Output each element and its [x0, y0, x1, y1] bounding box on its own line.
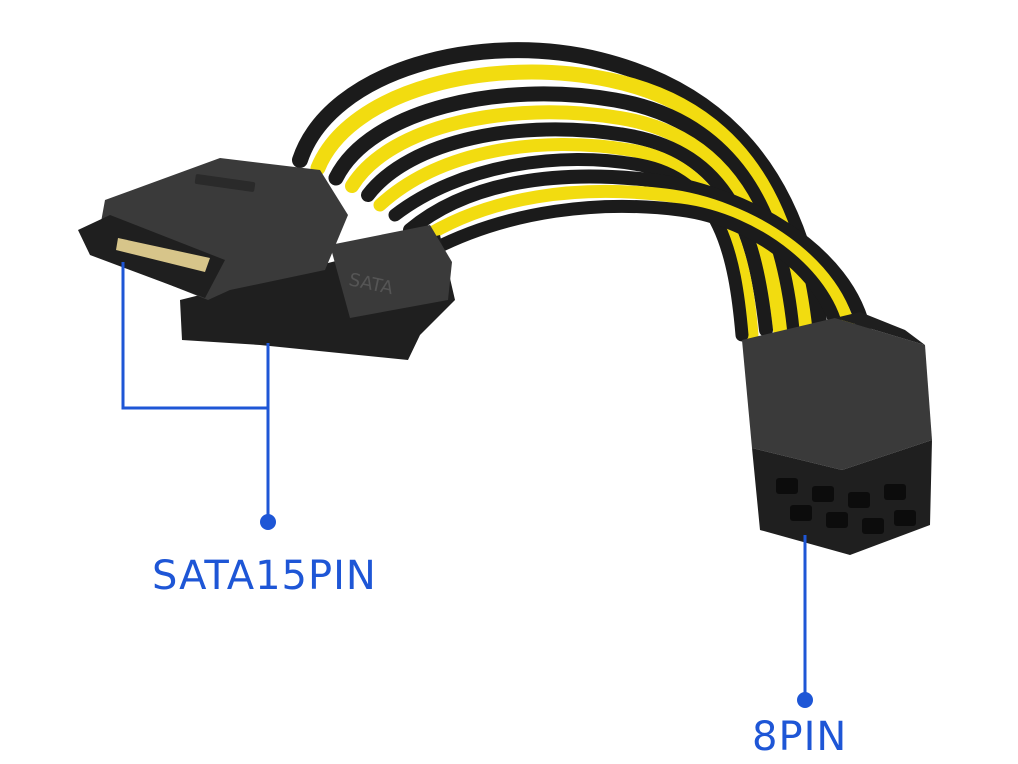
pcie-callout-dot: [797, 692, 813, 708]
sata-callout-dot: [260, 514, 276, 530]
sata-bracket-line: [121, 262, 270, 410]
callout-lines: [121, 262, 807, 700]
sata-connector-front: [78, 158, 348, 300]
pcie-8pin-label: 8PIN: [752, 714, 848, 760]
pcie-8pin-connector: [742, 312, 932, 555]
sata-15pin-label: SATA15PIN: [152, 553, 377, 599]
sata-gold-contacts: [116, 238, 210, 272]
cable-bundle: [292, 42, 872, 342]
sata-connector-rear: SATA: [180, 225, 455, 360]
pcie-pin-holes: [776, 478, 916, 534]
